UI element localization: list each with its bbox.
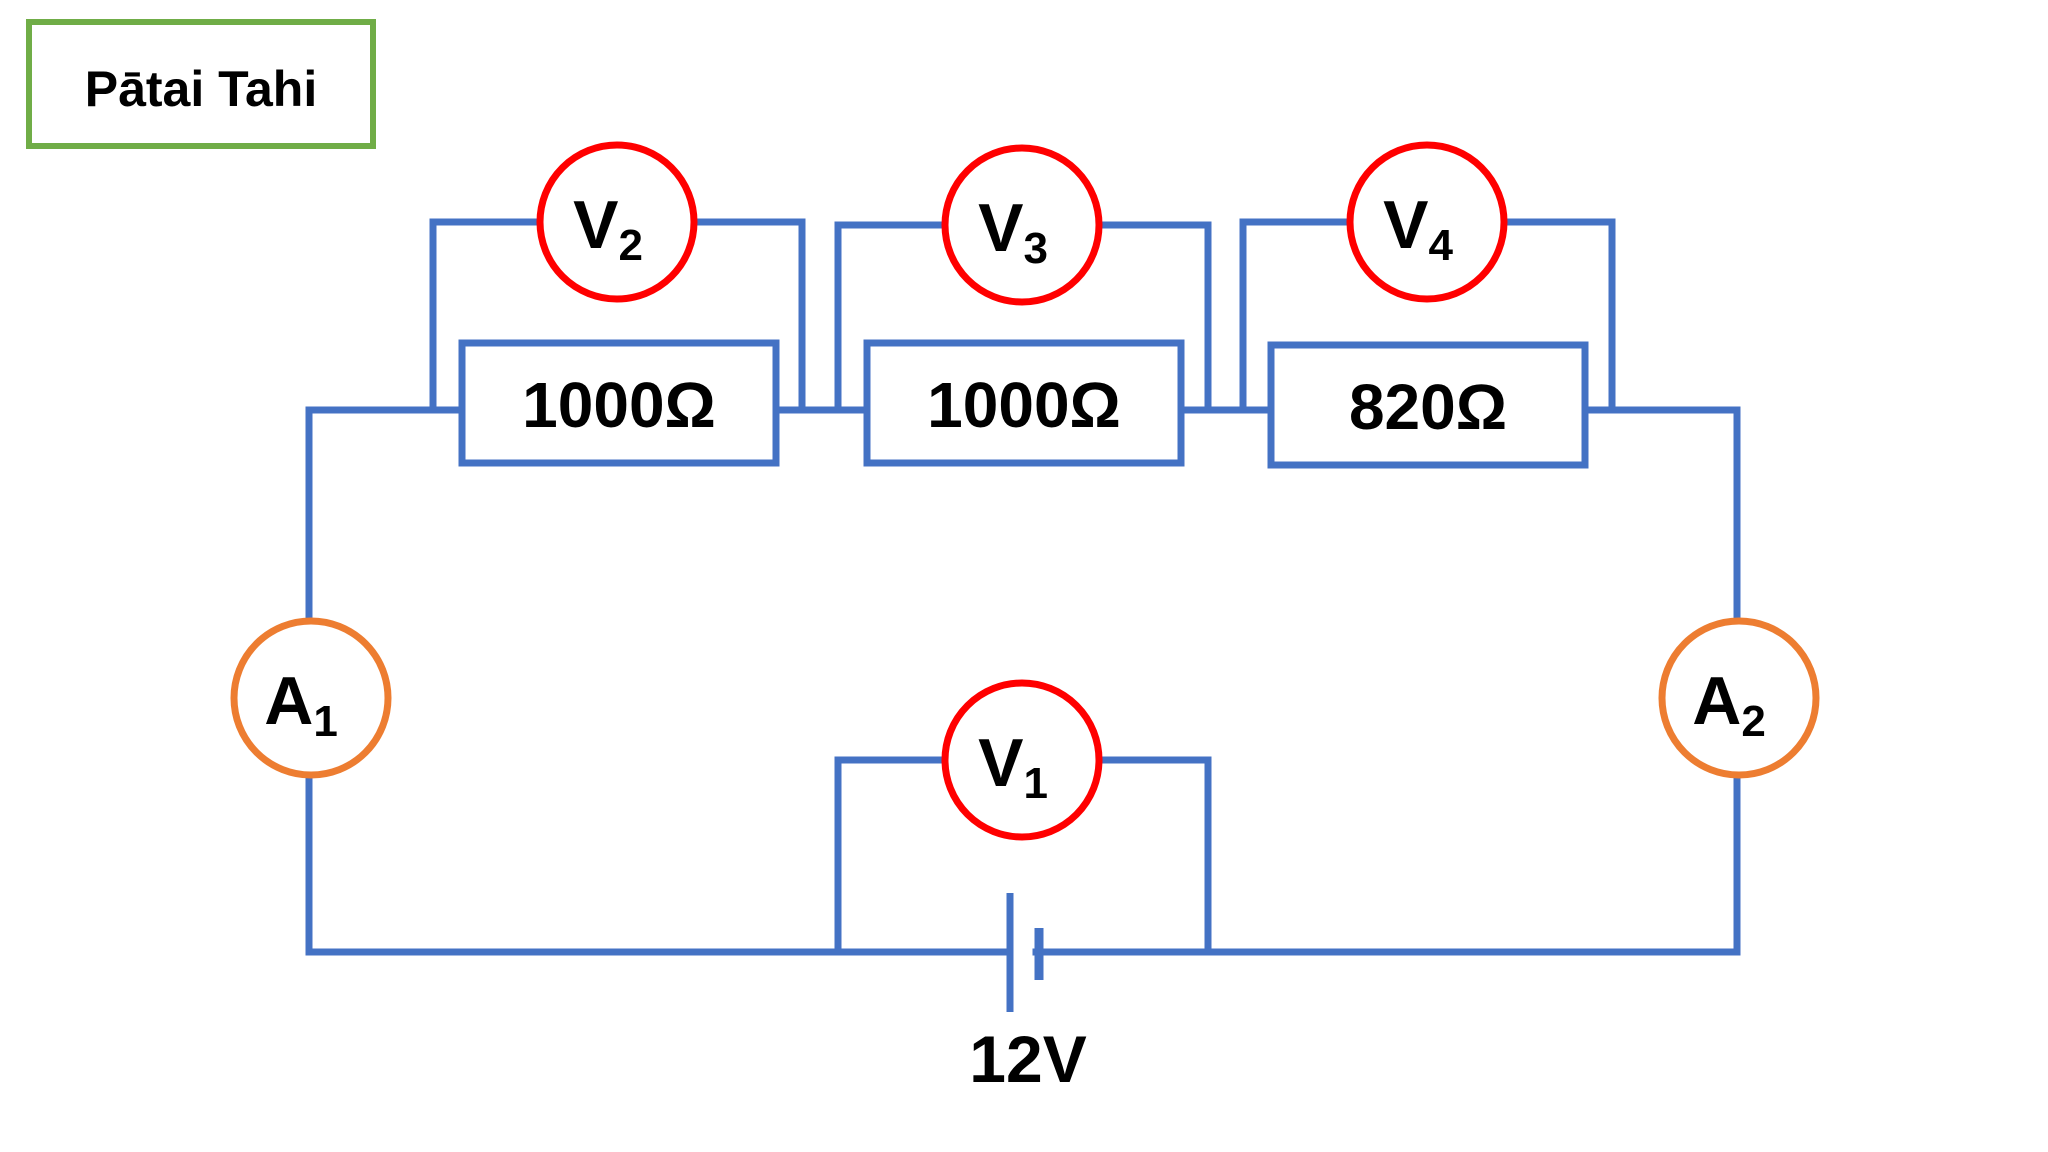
resistor-3-body xyxy=(1267,341,1589,469)
battery-label: 12V xyxy=(969,1022,1086,1096)
voltmeter-v2-letter: V xyxy=(573,187,618,263)
resistor-1: 1000Ω xyxy=(458,339,780,467)
ammeter-a2-label: A2 xyxy=(1692,663,1766,746)
resistor-1-label: 1000Ω xyxy=(522,369,716,441)
ammeter-a1: A1 xyxy=(230,617,392,779)
title-box: Pātai Tahi xyxy=(26,19,376,149)
voltmeter-v4-letter: V xyxy=(1383,187,1428,263)
wire-v2-loop xyxy=(429,218,542,414)
voltmeter-v3: V3 xyxy=(941,144,1103,306)
ammeter-a2-sub: 2 xyxy=(1741,697,1765,746)
voltmeter-v4: V4 xyxy=(1346,141,1508,303)
voltmeter-v3-sub: 3 xyxy=(1023,224,1047,273)
ammeter-a2: A2 xyxy=(1658,617,1820,779)
voltmeter-v2-sub: 2 xyxy=(618,221,642,270)
wire-v2-loop-right xyxy=(692,218,806,414)
voltmeter-v1-letter: V xyxy=(978,725,1023,801)
resistor-3: 820Ω xyxy=(1267,341,1589,469)
wire-right-bottom xyxy=(1032,774,1741,956)
voltmeter-v1-label: V1 xyxy=(978,725,1048,808)
voltmeter-v2-label: V2 xyxy=(573,187,643,270)
wires xyxy=(305,218,1741,956)
title-border xyxy=(26,19,376,149)
ammeter-a1-label: A1 xyxy=(264,663,338,746)
ammeter-a2-letter: A xyxy=(1692,663,1741,739)
wire-v4-loop xyxy=(1239,218,1353,414)
resistor-1-body xyxy=(458,339,780,467)
wire-v1-loop xyxy=(834,756,947,956)
resistor-3-label: 820Ω xyxy=(1349,371,1507,443)
wire-left-top xyxy=(305,406,465,622)
voltmeter-v1-sub: 1 xyxy=(1023,759,1047,808)
wire-v4-loop-right xyxy=(1502,218,1616,414)
voltmeter-v2: V2 xyxy=(536,141,698,303)
voltmeter-v4-ring xyxy=(1346,141,1508,303)
resistor-2-label: 1000Ω xyxy=(927,369,1121,441)
voltmeter-v3-letter: V xyxy=(978,190,1023,266)
title-text: Pātai Tahi xyxy=(85,61,317,117)
ammeter-a1-sub: 1 xyxy=(313,697,337,746)
voltmeter-v3-label: V3 xyxy=(978,190,1048,273)
voltmeter-v1: V1 xyxy=(941,679,1103,841)
resistor-2-body xyxy=(863,339,1185,467)
voltmeter-v4-sub: 4 xyxy=(1428,221,1453,270)
voltmeter-v2-ring xyxy=(536,141,698,303)
voltmeter-v3-ring xyxy=(941,144,1103,306)
battery: 12V xyxy=(969,893,1087,1096)
ammeter-a1-letter: A xyxy=(264,663,313,739)
wire-v1-loop-right xyxy=(1096,756,1212,956)
wire-right-top xyxy=(1578,406,1741,622)
voltmeter-v4-label: V4 xyxy=(1383,187,1453,270)
ammeter-a1-ring xyxy=(230,617,392,779)
ammeter-a2-ring xyxy=(1658,617,1820,779)
wire-v3-loop xyxy=(834,221,947,414)
voltmeter-v1-ring xyxy=(941,679,1103,841)
resistor-2: 1000Ω xyxy=(863,339,1185,467)
wire-left-bottom xyxy=(305,774,1009,956)
wire-v3-loop-right xyxy=(1096,221,1212,414)
